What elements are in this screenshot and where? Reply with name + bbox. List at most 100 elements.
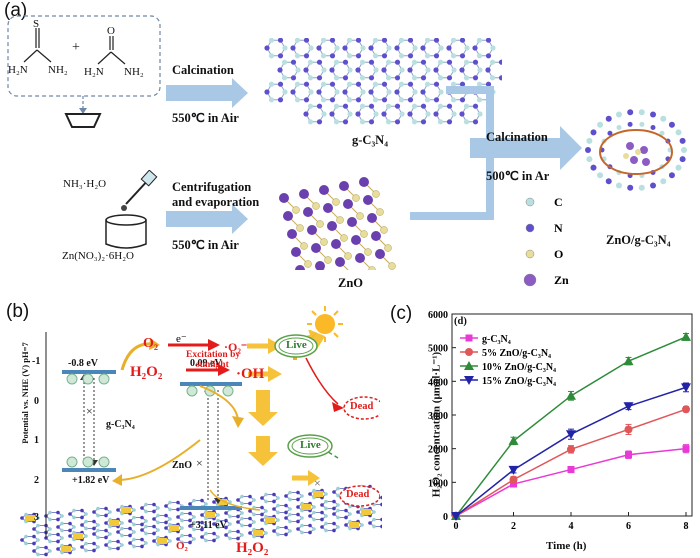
zno-label: ZnO <box>338 276 364 290</box>
o2-bottom-label: O₂ <box>176 540 188 552</box>
data-point <box>681 383 691 393</box>
gcn-vb-label: +1.82 eV <box>72 475 110 486</box>
reaction-arrows <box>112 330 344 511</box>
y-tick-1: 1 <box>34 435 39 446</box>
excitation-label-2: sunlight <box>196 360 229 370</box>
data-point <box>682 405 690 414</box>
legend-item-n: N <box>525 221 563 235</box>
data-point <box>624 425 633 434</box>
y-tick-label: 6000 <box>428 310 448 321</box>
data-point <box>465 348 473 356</box>
y-tick-0: 0 <box>34 396 39 407</box>
data-point <box>681 331 691 341</box>
arrow-step1 <box>166 78 248 108</box>
dead-top-label: Dead <box>350 401 374 412</box>
step1-top-label: Calcination <box>172 63 234 77</box>
dropper-beaker-icon <box>105 170 158 249</box>
series-2 <box>451 331 691 520</box>
legend-item-zn: Zn <box>523 273 569 287</box>
excitation-label-1: Excitation by <box>186 350 241 360</box>
y-tick-2: 2 <box>34 475 39 486</box>
sun-icon <box>307 306 343 342</box>
urea-o: O <box>107 25 115 37</box>
step2-top-label-2: and evaporation <box>172 195 260 209</box>
connector-lines <box>410 86 582 220</box>
legend-label: g-C₃N₄ <box>482 334 511 345</box>
data-point <box>508 465 519 475</box>
legend-item-c: C <box>525 195 563 209</box>
y-tick-label: 3000 <box>428 411 448 422</box>
data-point <box>465 334 473 342</box>
h2o2-top-label: H₂O₂ <box>130 364 163 380</box>
series-line <box>455 447 687 517</box>
live-mid-label: Live <box>300 439 321 451</box>
panel-label-a: (a) <box>4 0 28 21</box>
zno-vb-label: +3.11 eV <box>190 520 227 531</box>
data-point <box>623 356 634 366</box>
y-tick-neg1: -1 <box>32 356 41 367</box>
gcn-recombination-cross: × <box>86 404 93 418</box>
data-point <box>464 376 474 385</box>
superoxide-label: ·O₂⁻ <box>224 340 248 354</box>
thiourea-s: S <box>33 18 40 30</box>
data-point <box>566 430 576 440</box>
svg-text:C: C <box>554 195 563 209</box>
bacteria-bubbles <box>274 334 380 507</box>
thiourea-right: NH₂ <box>48 64 68 76</box>
gcn-label: g-C₃N₄ <box>352 133 388 147</box>
gcn-bands <box>62 370 116 472</box>
svg-text:Zn: Zn <box>554 273 569 287</box>
legend-label: 5% ZnO/g-C₃N₄ <box>482 348 551 359</box>
urea-left: H₂N <box>84 66 104 78</box>
dead-mid-label: Dead <box>346 489 370 500</box>
legend-entry-2: 10% ZnO/g-C₃N₄ <box>460 361 556 373</box>
zno-band-label: ZnO <box>172 460 193 471</box>
h2o2-bottom-label: H₂O₂ <box>236 540 269 556</box>
y-tick-label: 2000 <box>428 445 448 456</box>
zno-recombination-cross: × <box>196 456 203 470</box>
chart-xlabel: Time (h) <box>546 540 587 552</box>
x-tick-label: 8 <box>684 521 689 532</box>
final-product-label: ZnO/g-C₃N₄ <box>606 233 671 247</box>
legend-entry-3: 15% ZnO/g-C₃N₄ <box>460 376 556 387</box>
data-point <box>566 390 576 400</box>
step3-top-label: Calcination <box>486 130 548 144</box>
x-tick-label: 6 <box>626 521 631 532</box>
legend-entry-1: 5% ZnO/g-C₃N₄ <box>460 348 551 359</box>
legend-entry-0: g-C₃N₄ <box>460 334 511 345</box>
panel-label-b: (b) <box>6 301 30 322</box>
gcn-sheet-ground <box>20 484 382 557</box>
y-tick-label: 1000 <box>428 478 448 489</box>
data-point <box>567 445 575 454</box>
arrow-step2 <box>166 204 248 234</box>
g-c3n4-structure <box>264 38 502 125</box>
data-point <box>682 445 690 453</box>
svg-text:N: N <box>554 221 563 235</box>
legend-label: 10% ZnO/g-C₃N₄ <box>482 362 556 373</box>
step3-bottom-label: 500℃ in Ar <box>486 169 550 183</box>
chart-ylabel: H₂O₂ concentration (μmol·L⁻¹) <box>430 351 443 498</box>
electron-top-label: e⁻ <box>176 333 187 345</box>
panel-label-c: (c) <box>390 303 413 324</box>
step2-bottom-label: 550℃ in Air <box>172 238 239 252</box>
data-point <box>567 466 575 474</box>
precursor-box <box>7 15 161 128</box>
gcn-cb-label: -0.8 eV <box>68 358 98 369</box>
data-point <box>623 402 634 412</box>
y-tick-label: 4000 <box>428 377 448 388</box>
data-point <box>464 361 474 370</box>
legend-label: 15% ZnO/g-C₃N₄ <box>482 376 556 387</box>
zno-structure <box>279 177 396 270</box>
x-tick-label: 2 <box>511 521 516 532</box>
series-1 <box>452 405 690 520</box>
legend-item-o: O <box>525 247 563 261</box>
data-point <box>451 512 461 521</box>
step1-bottom-label: 550℃ in Air <box>172 111 239 125</box>
y-tick-3: 3 <box>34 512 39 523</box>
zinc-salt-label: Zn(NO₃)₂·6H₂O <box>62 250 134 262</box>
series-line <box>455 408 687 517</box>
y-tick-label: 0 <box>443 512 448 523</box>
x-tick-label: 4 <box>569 521 574 532</box>
series-3 <box>451 382 691 521</box>
